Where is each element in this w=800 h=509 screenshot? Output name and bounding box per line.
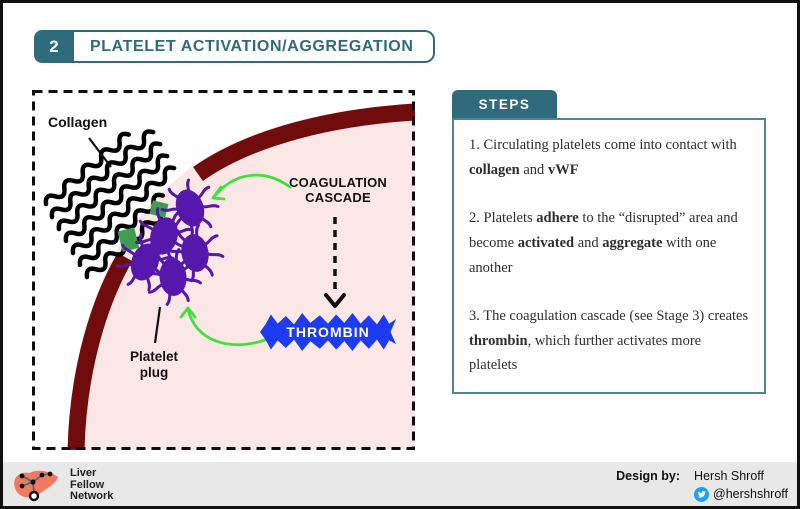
twitter-handle: @hershshroff — [713, 486, 788, 501]
platelet-plug-line2: plug — [139, 364, 169, 380]
step-item: 2. Platelets adhere to the “disrupted” a… — [469, 210, 738, 276]
designer-name: Hersh Shroff — [694, 468, 764, 483]
collagen-label: Collagen — [48, 114, 108, 130]
twitter-row: @hershshroff — [616, 487, 788, 503]
vessel-diagram: Collagen COAGULATION CASCADE THROMBIN Pl… — [32, 90, 415, 450]
liver-network-logo-icon — [14, 470, 58, 501]
vessel-wall-lower — [67, 252, 133, 450]
step-item: 3. The coagulation cascade (see Stage 3)… — [469, 308, 749, 374]
design-by-label: Design by: — [616, 468, 681, 483]
platelet-plug-pointer-line — [153, 306, 162, 344]
coagulation-cascade-line1: COAGULATION — [288, 175, 387, 190]
vessel-wall-upper — [193, 103, 415, 181]
activation-arrow-top-icon — [211, 173, 292, 201]
logo-line1: Liver — [70, 466, 97, 479]
steps-list: 1. Circulating platelets come into conta… — [452, 118, 766, 395]
design-by-row: Design by: Hersh Shroff — [616, 469, 764, 485]
step-item: 1. Circulating platelets come into conta… — [469, 137, 737, 178]
liver-fellow-network-logo: Liver Fellow Network — [12, 467, 113, 505]
design-credits: Design by: Hersh Shroff @hershshroff — [616, 469, 788, 502]
logo-text: Liver Fellow Network — [70, 466, 114, 504]
coagulation-cascade-line2: CASCADE — [305, 190, 371, 206]
thrombin-label: THROMBIN — [286, 324, 370, 340]
activation-arrow-bottom-icon — [179, 306, 267, 347]
twitter-bird-icon — [694, 486, 709, 502]
page-title: PLATELET ACTIVATION/AGGREGATION — [74, 30, 436, 63]
dashed-arrow-icon — [324, 217, 346, 308]
stage-number-badge: 2 — [34, 30, 74, 63]
diagram-dashed-border — [32, 90, 415, 450]
coagulation-cascade-label: COAGULATION CASCADE — [258, 175, 418, 206]
logo-line2: Fellow — [70, 478, 105, 491]
steps-tab: STEPS — [452, 90, 557, 118]
footer-bar: Liver Fellow Network Design by: Hersh Shr… — [0, 462, 800, 509]
platelet-plug-label: Platelet plug — [104, 349, 204, 381]
platelet-plug-line1: Platelet — [129, 349, 179, 364]
collagen-pointer-line — [88, 137, 112, 168]
steps-panel: STEPS 1. Circulating platelets come into… — [452, 90, 766, 395]
vessel-diagram-art — [32, 90, 415, 450]
vessel-lumen — [68, 103, 415, 450]
stage-header: 2 PLATELET ACTIVATION/AGGREGATION — [34, 30, 436, 63]
logo-line3: Network — [70, 490, 114, 503]
